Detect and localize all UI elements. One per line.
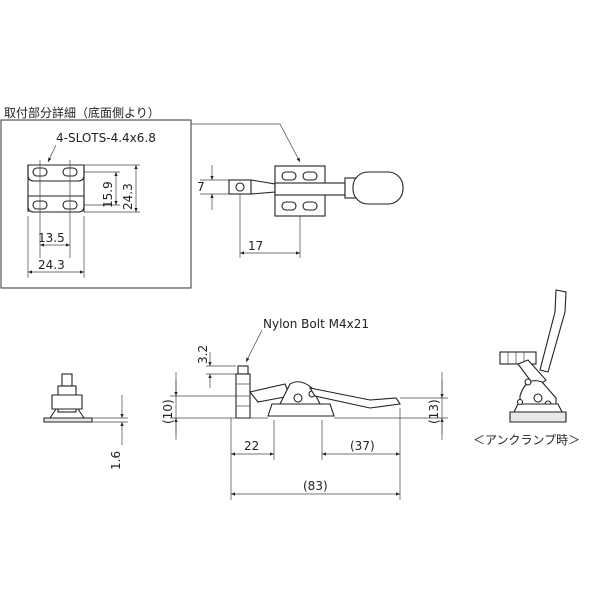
dim-10: (10) [161,399,175,424]
dim-17: 17 [248,239,263,253]
dim-3-2: 3.2 [196,345,210,364]
slots-label: 4-SLOTS-4.4x6.8 [56,131,156,145]
top-view: 7 17 [197,165,404,258]
side-view: Nylon Bolt M4x21 3.2 (10) [161,317,448,500]
dim-1-6: 1.6 [109,451,123,470]
dim-22: 22 [244,439,259,453]
dim-24-3-vertical: 24.3 [121,183,135,210]
front-view: 1.6 [43,373,128,470]
unclamp-view: ＜アンクランプ時＞ [473,289,580,447]
dim-13-5: 13.5 [38,231,65,245]
nylon-bolt-label: Nylon Bolt M4x21 [263,317,369,331]
dim-13: (13) [427,399,441,424]
dim-83: (83) [303,479,328,493]
dim-7: 7 [197,180,205,194]
mounting-detail-box: 取付部分詳細（底面側より） 4-SLOTS-4.4x6.8 15.9 24.3 … [0,105,192,289]
dim-24-3-horizontal: 24.3 [38,258,65,272]
detail-leader [191,123,301,163]
detail-title: 取付部分詳細（底面側より） [4,105,160,120]
unclamp-label: ＜アンクランプ時＞ [473,433,580,447]
dim-37: (37) [350,439,375,453]
dim-15-9: 15.9 [101,181,115,208]
